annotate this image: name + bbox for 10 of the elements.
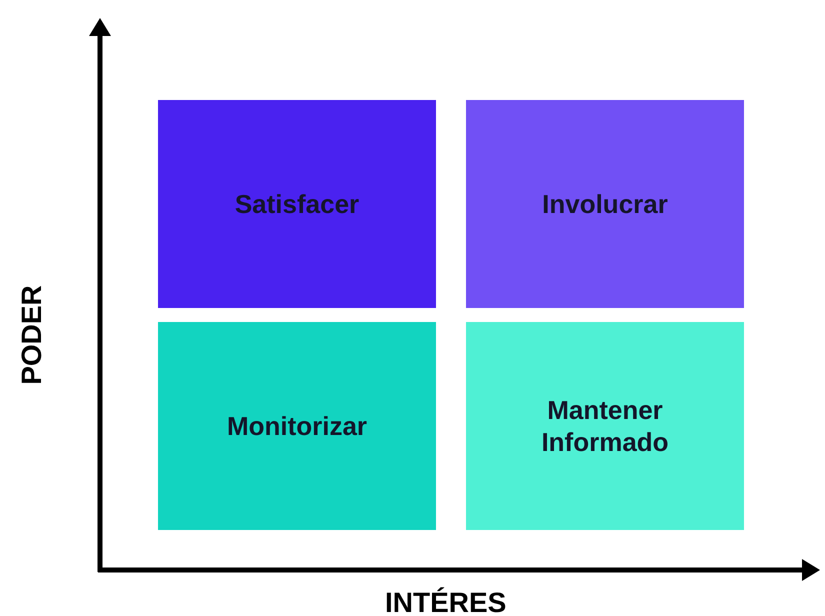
- quadrant-label: Monitorizar: [226, 410, 368, 442]
- axis-label: PODER: [15, 285, 48, 385]
- quadrant-box: [466, 100, 744, 308]
- quadrant-label: Involucrar: [541, 188, 669, 220]
- quadrant-box: [158, 322, 436, 530]
- quadrant-box: [466, 322, 744, 530]
- quadrant-label: Satisfacer: [234, 188, 360, 220]
- quadrant-label: Mantener Informado: [540, 394, 670, 458]
- quadrant-box: [158, 100, 436, 308]
- axis-label: INTÉRES: [385, 586, 506, 616]
